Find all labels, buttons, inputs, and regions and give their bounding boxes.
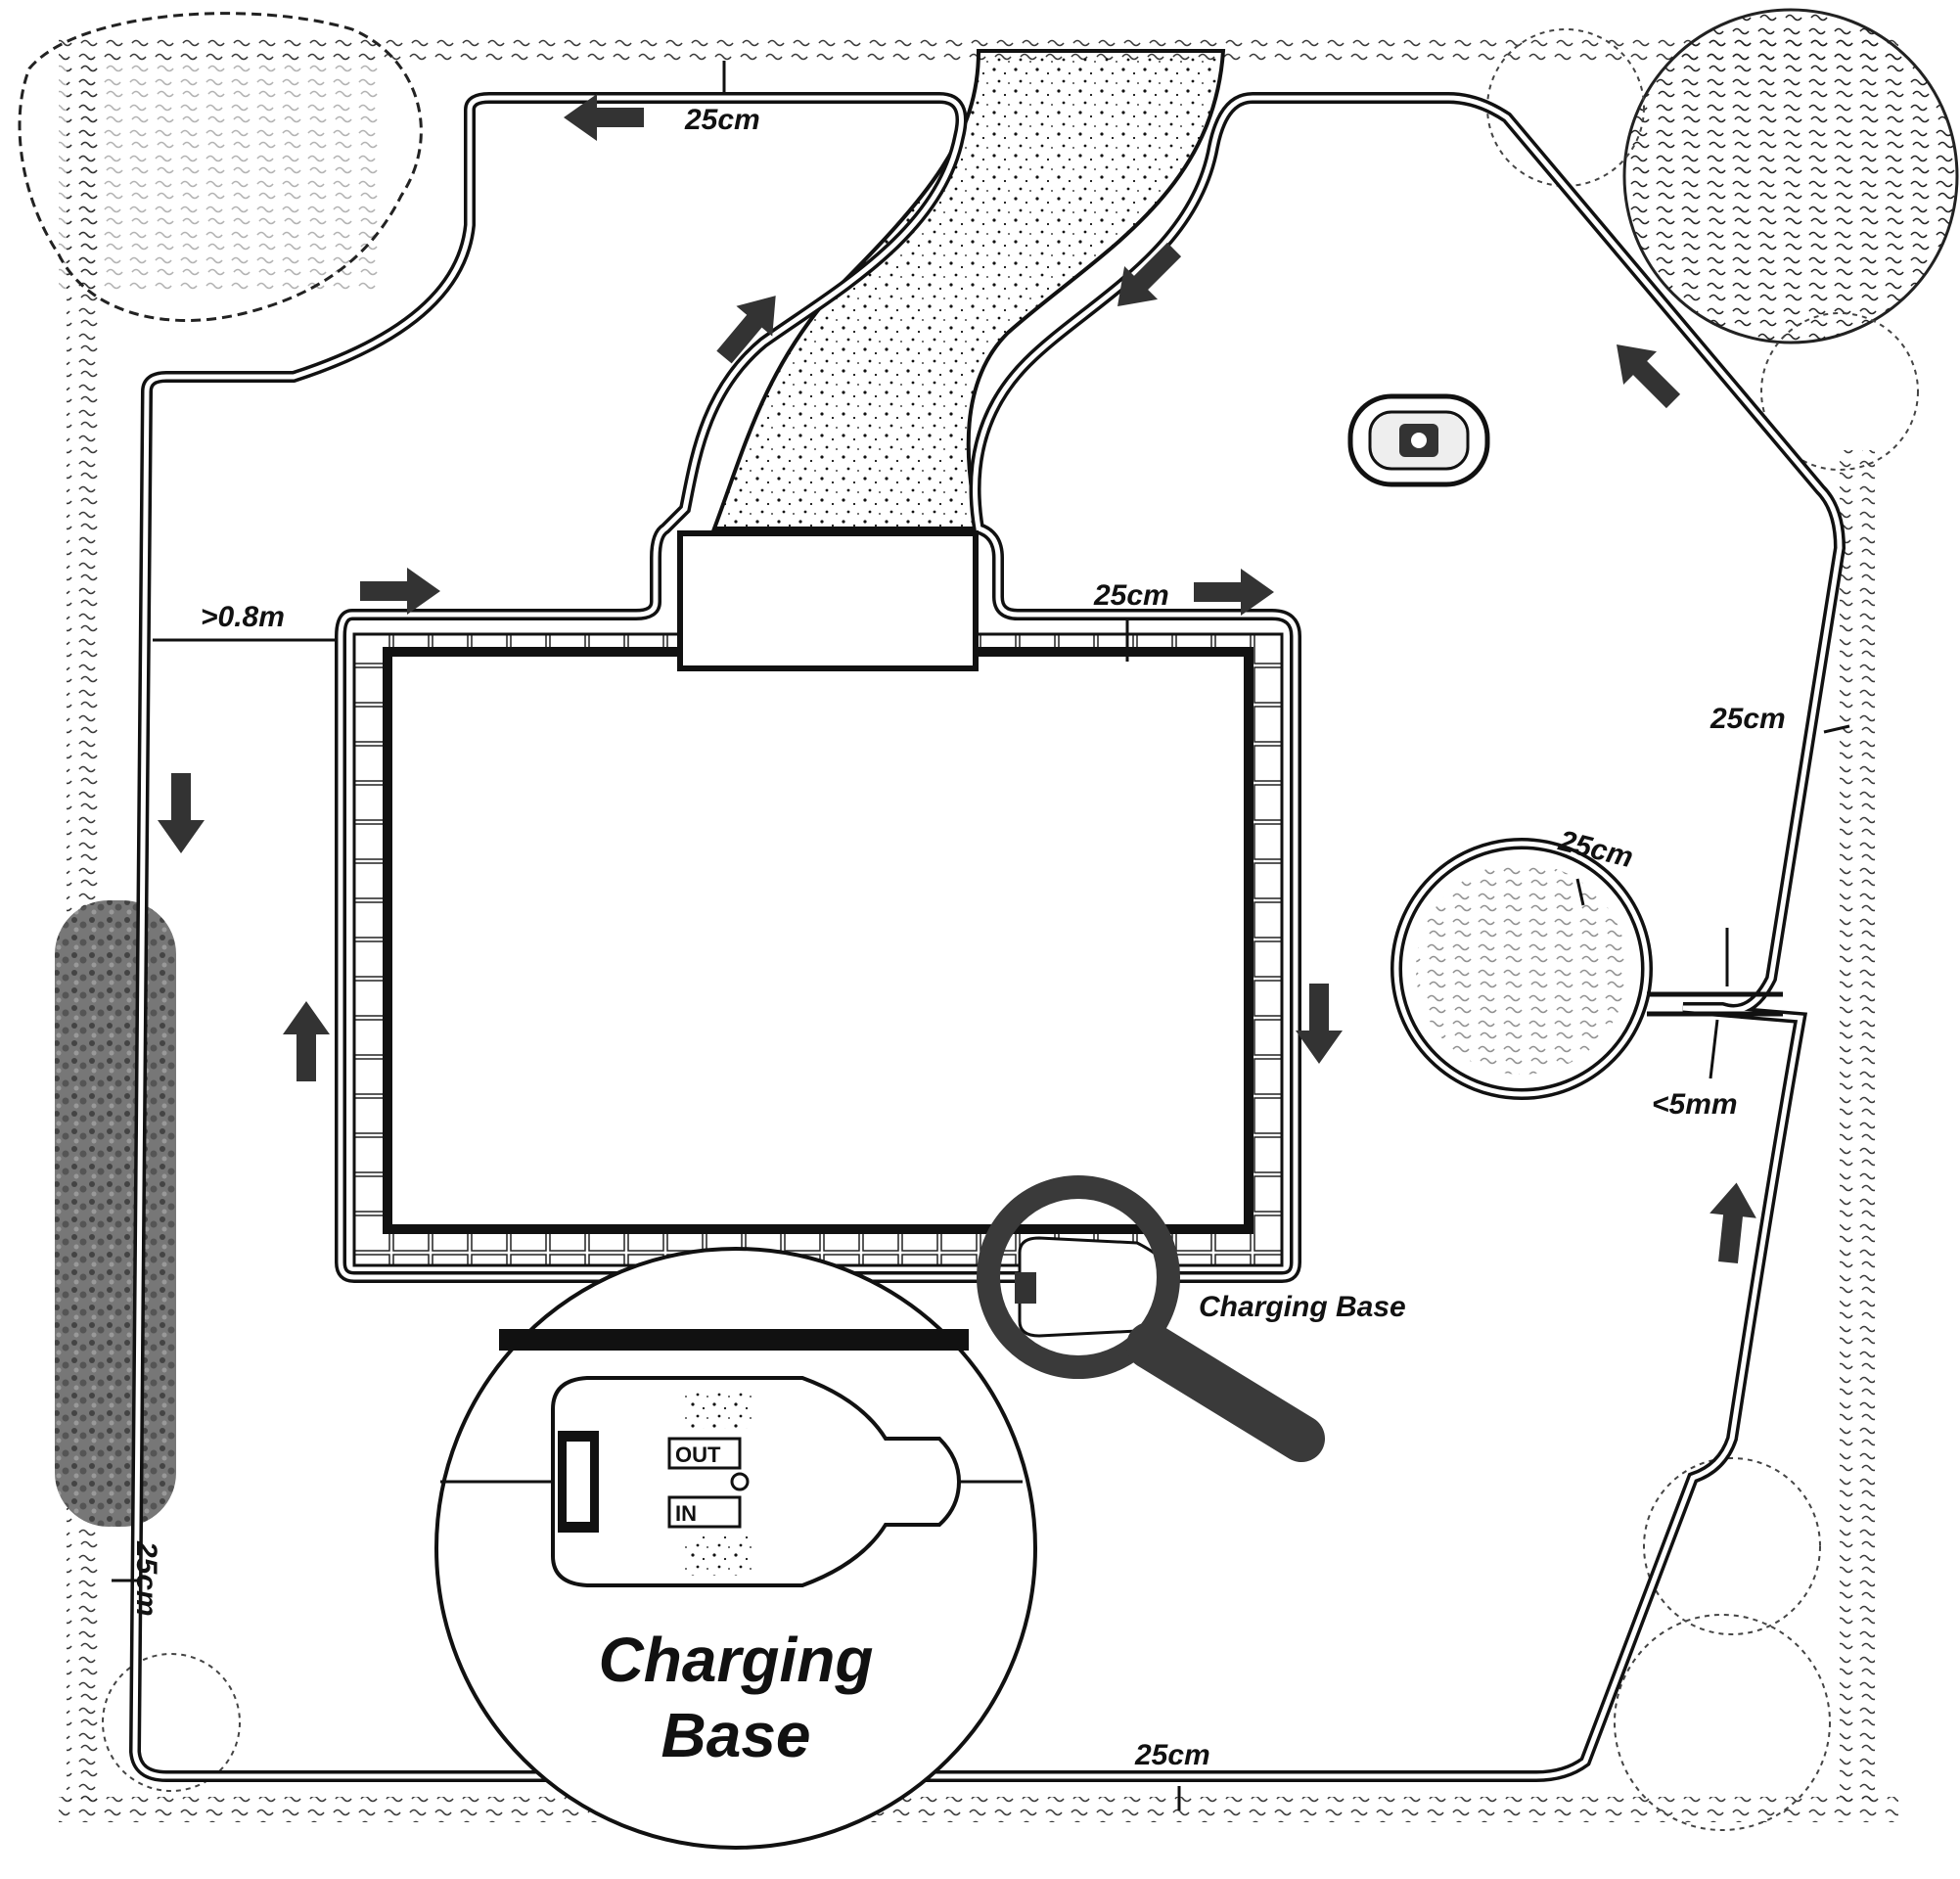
charging-base-small <box>1015 1236 1178 1338</box>
bottom-gap-label: 25cm <box>1134 1739 1210 1771</box>
arrow-icon <box>1296 984 1343 1064</box>
pool-step-box <box>677 530 979 671</box>
arrow-icon <box>1194 569 1274 616</box>
pool-gap-label: 25cm <box>1093 579 1169 612</box>
swimming-pool <box>352 632 1284 1267</box>
tree-island <box>1390 838 1783 1100</box>
arrow-icon <box>158 773 205 853</box>
tree-top-right <box>1486 8 1959 471</box>
dimension-lines <box>112 61 1850 1810</box>
charging-base-large-line2: Base <box>661 1700 811 1770</box>
arrow-icon <box>283 1001 330 1081</box>
charging-base-large-line1: Charging <box>599 1625 874 1695</box>
right-gap-label: 25cm <box>1709 703 1786 735</box>
boundary-wire <box>128 92 1846 1782</box>
magnifier-icon <box>977 1175 1325 1462</box>
left-side-gap-label: 25cm <box>130 1540 162 1617</box>
charging-base-inset <box>434 1247 1037 1850</box>
left-gap-label: >0.8m <box>201 601 285 633</box>
out-label: OUT <box>675 1443 721 1467</box>
hedge-left <box>55 900 176 1527</box>
tree-top-left <box>18 12 423 322</box>
shrubs-bottom-right <box>102 1457 1831 1831</box>
arrow-icon <box>1705 1179 1760 1265</box>
arrow-icon <box>1600 328 1690 418</box>
top-gap-label: 25cm <box>684 104 760 136</box>
wire-gap-label: <5mm <box>1652 1088 1738 1121</box>
charging-base-small-label: Charging Base <box>1199 1291 1406 1323</box>
in-label: IN <box>675 1501 697 1526</box>
robot-mower-icon <box>1347 393 1490 487</box>
arrow-icon <box>360 568 440 615</box>
